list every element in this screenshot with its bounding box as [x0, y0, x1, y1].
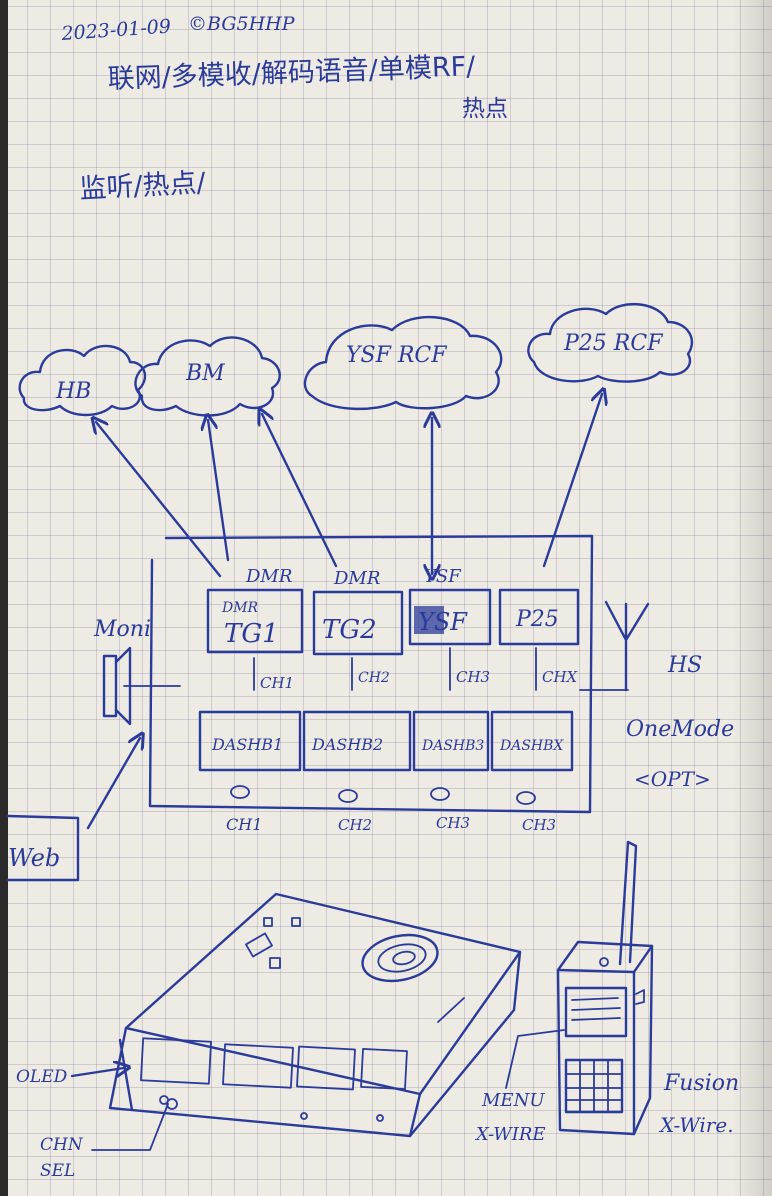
- tg1-mode-label: DMR: [245, 566, 292, 587]
- notebook-spine: [0, 0, 8, 1196]
- module-tg2: [312, 590, 404, 656]
- hb-label: HB: [55, 379, 91, 404]
- knob-3-label: CH3: [436, 814, 470, 832]
- xwire-left-label: X-WIRE: [474, 1124, 546, 1145]
- module-p25: [498, 588, 580, 646]
- menu-pointer: [505, 1029, 565, 1089]
- web-box: [6, 814, 80, 882]
- arrow-tg1-hb: [96, 422, 222, 578]
- arrow-web-hotspot: [86, 738, 140, 830]
- dashboard-3: [412, 710, 490, 772]
- page-edge-shadow: [732, 0, 772, 1196]
- chn-sel-pointer: [91, 1103, 169, 1151]
- module-tg1: [206, 588, 304, 654]
- hotspot-box-sketch: [108, 892, 522, 1138]
- p25-ref-label: P25 RCF: [563, 331, 663, 356]
- menu-label: MENU: [481, 1090, 545, 1111]
- author-text: ©BG5HHP: [188, 13, 296, 35]
- web-label: Web: [8, 844, 60, 872]
- speaker-body: [102, 654, 118, 718]
- ysf-scribble: [414, 606, 444, 634]
- features-line-1b: 热点: [462, 96, 508, 122]
- cloud-p25-ref: [527, 302, 694, 383]
- ch2-label: CH2: [358, 670, 390, 686]
- features-line-2: 监听/热点/: [79, 167, 208, 205]
- bm-label: BM: [185, 361, 225, 386]
- dash-3-label: DASHB3: [421, 738, 484, 754]
- hs-label: HS: [667, 653, 702, 678]
- arrow-tg1-bm: [208, 420, 230, 562]
- knob-4-label: CH3: [522, 816, 556, 834]
- xwire-right-label: X-Wire.: [658, 1113, 734, 1137]
- chx-label: CHX: [542, 668, 579, 686]
- dashboard-x: [490, 710, 574, 772]
- arrow-oled: [70, 1068, 124, 1076]
- sel-label: SEL: [40, 1161, 75, 1181]
- opt-label: <OPT>: [634, 767, 711, 791]
- knob-2: [338, 789, 358, 803]
- knob-3: [430, 787, 450, 801]
- dash-x-label: DASHBX: [499, 738, 564, 754]
- oled-label: OLED: [16, 1067, 68, 1087]
- module-ysf: [408, 588, 492, 646]
- hotspot-frame: [148, 534, 594, 814]
- arrow-p25-ref: [542, 394, 602, 568]
- fusion-label: Fusion: [663, 1071, 739, 1096]
- chn-label: CHN: [40, 1135, 84, 1155]
- features-line-1: 联网/多模收/解码语音/单模RF/: [107, 51, 476, 95]
- tg1-label: TG1: [224, 619, 279, 649]
- knob-4: [516, 791, 536, 805]
- onemode-label: OneMode: [626, 717, 734, 742]
- knob-1: [230, 785, 250, 799]
- ysf-ref-label: YSF RCF: [346, 343, 447, 368]
- dash-2-label: DASHB2: [311, 735, 383, 754]
- tg2-label: TG2: [322, 615, 377, 645]
- knob-2-label: CH2: [338, 816, 372, 834]
- ch3-label: CH3: [456, 668, 490, 686]
- ysf-label: YSF: [418, 608, 468, 636]
- tg1-inner-mode: DMR: [221, 600, 259, 616]
- ch1-label: CH1: [260, 674, 294, 692]
- p25-label: P25: [515, 607, 559, 632]
- antenna-icon: [604, 600, 650, 692]
- moni-label: Moni: [93, 617, 151, 642]
- cloud-bm: [134, 336, 281, 417]
- arrow-tg2-bm: [262, 414, 338, 568]
- knob-1-label: CH1: [226, 815, 262, 834]
- dashboard-1: [198, 710, 302, 772]
- cloud-ysf-ref: [303, 315, 503, 411]
- dashboard-2: [302, 710, 412, 772]
- dash-1-label: DASHB1: [211, 735, 283, 754]
- tg2-mode-label: DMR: [333, 568, 380, 589]
- date-text: 2023-01-09: [60, 15, 172, 45]
- fusion-radio-sketch: [556, 840, 654, 1136]
- ysf-mode-label: YSF: [424, 566, 462, 587]
